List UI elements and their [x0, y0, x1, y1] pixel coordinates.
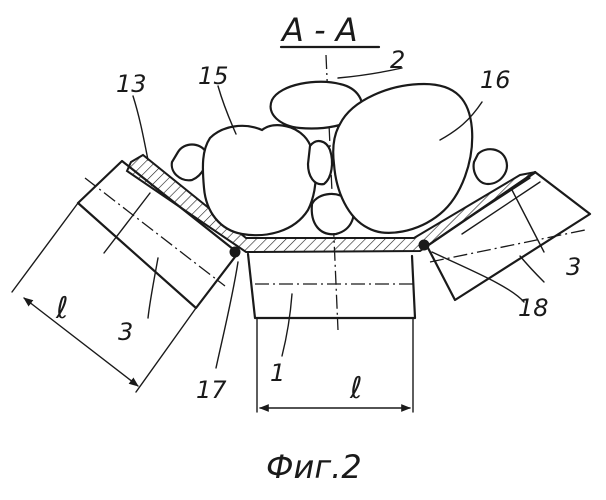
label-3-left: 3	[118, 318, 133, 346]
figure-caption: Фиг.2	[266, 448, 362, 486]
pivot-left	[230, 247, 241, 258]
label-16: 16	[480, 66, 511, 94]
label-2: 2	[390, 46, 405, 74]
label-18: 18	[518, 294, 549, 322]
section-title: A - A	[280, 11, 358, 49]
label-1: 1	[270, 359, 285, 387]
pivot-right	[419, 240, 430, 251]
length-label-bottom: ℓ	[349, 371, 362, 406]
length-label-left: ℓ	[55, 291, 68, 326]
bottom-roller	[248, 254, 415, 412]
label-17: 17	[196, 376, 227, 404]
label-15: 15	[198, 62, 229, 90]
label-13: 13	[116, 70, 147, 98]
label-3-right: 3	[566, 253, 581, 281]
